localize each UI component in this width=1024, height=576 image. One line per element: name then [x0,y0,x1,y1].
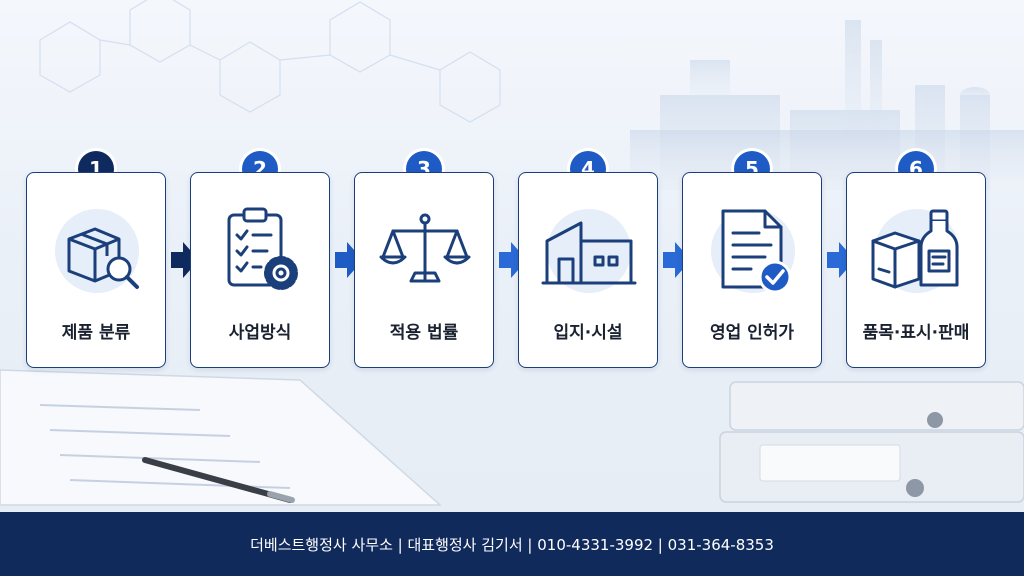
factory-silhouette [630,20,1024,190]
box-magnifier-icon [55,209,139,293]
document-check-icon [711,209,795,294]
step-arrow-4 [663,242,691,278]
step-6-label: 품목·표시·판매 [862,323,970,343]
footer-contact-text: 더베스트행정사 사무소 | 대표행정사 김기서 | 010-4331-3992 … [250,535,774,554]
step-5-card: 영업 인허가 [682,172,822,368]
step-3-label: 적용 법률 [389,323,459,343]
step-arrow-2 [335,242,363,278]
clipboard-gear-icon [227,207,298,290]
step-6-card: 품목·표시·판매 [846,172,986,368]
contact-footer: 더베스트행정사 사무소 | 대표행정사 김기서 | 010-4331-3992 … [0,512,1024,576]
scales-icon [379,213,471,283]
step-arrow-5 [827,242,855,278]
step-4-label: 입지·시설 [553,323,623,343]
molecule-pattern [39,0,501,123]
step-4-card: 입지·시설 [518,172,658,368]
step-3-card: 적용 법률 [354,172,494,368]
package-bottle-icon [871,209,959,293]
binders-illustration [719,381,1024,503]
building-icon [541,209,637,293]
step-5-label: 영업 인허가 [709,323,795,343]
clipboard-illustration [0,369,442,506]
step-arrow-1 [171,242,199,278]
step-2-card: 사업방식 [190,172,330,368]
step-2-label: 사업방식 [228,323,292,343]
step-1-card: 제품 분류 [26,172,166,368]
step-1-label: 제품 분류 [61,323,131,343]
step-arrow-3 [499,242,527,278]
